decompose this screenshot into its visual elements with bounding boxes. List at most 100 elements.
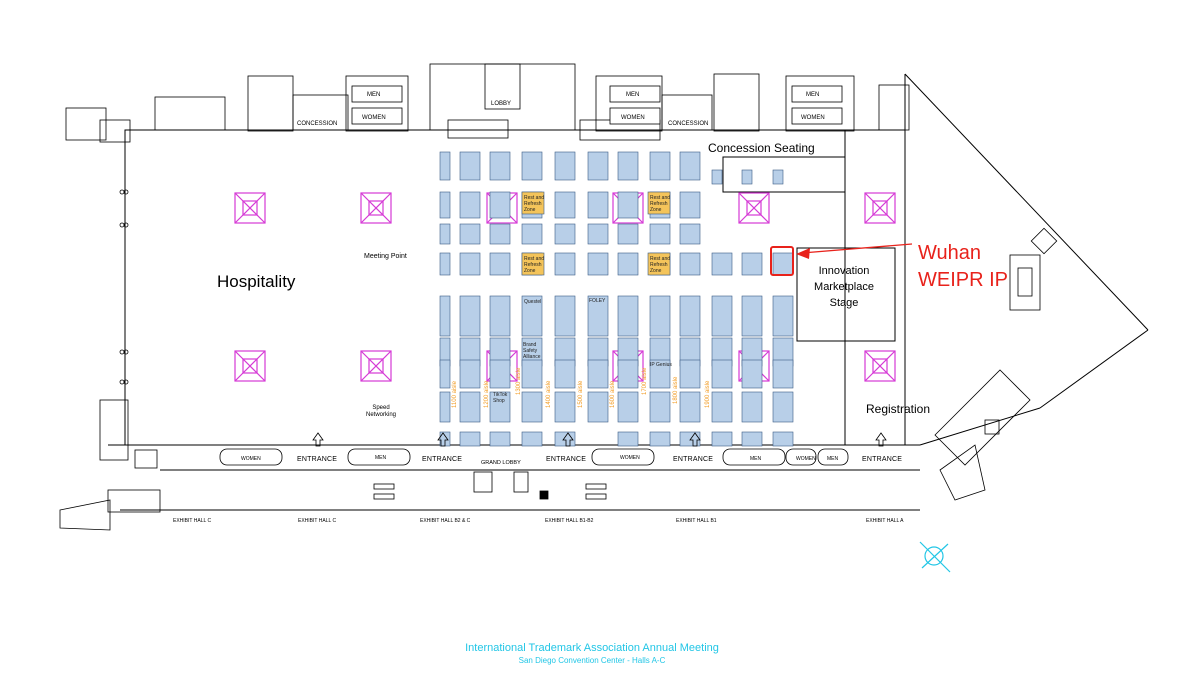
booth[interactable] xyxy=(617,391,639,423)
booth-tiktok[interactable]: TikTok Shop xyxy=(493,392,508,404)
booth[interactable] xyxy=(679,151,701,181)
booth[interactable] xyxy=(617,431,639,447)
booth[interactable] xyxy=(489,359,511,389)
booth[interactable] xyxy=(617,359,639,389)
booth[interactable] xyxy=(741,252,763,276)
booth[interactable] xyxy=(711,359,733,389)
booth[interactable] xyxy=(649,223,671,245)
booth[interactable] xyxy=(439,359,451,389)
booth[interactable] xyxy=(617,191,639,219)
booth[interactable] xyxy=(741,359,763,389)
booth[interactable] xyxy=(521,223,543,245)
top-structures xyxy=(65,63,910,143)
booth[interactable] xyxy=(459,295,481,337)
booth[interactable] xyxy=(439,252,451,276)
booth[interactable] xyxy=(489,151,511,181)
booth[interactable] xyxy=(772,252,794,276)
booth[interactable] xyxy=(521,295,543,337)
booth[interactable] xyxy=(772,169,784,185)
booth[interactable] xyxy=(459,223,481,245)
booth[interactable] xyxy=(439,223,451,245)
concession-label: CONCESSION xyxy=(668,121,709,127)
booth[interactable] xyxy=(554,391,576,423)
booth[interactable] xyxy=(679,391,701,423)
booth[interactable] xyxy=(489,223,511,245)
booth[interactable] xyxy=(489,191,511,219)
booth[interactable] xyxy=(711,252,733,276)
highlighted-booth[interactable] xyxy=(770,246,794,276)
booth[interactable] xyxy=(521,252,545,276)
booth[interactable] xyxy=(711,391,733,423)
booth[interactable] xyxy=(617,151,639,181)
booth[interactable] xyxy=(439,295,451,337)
booth[interactable] xyxy=(587,151,609,181)
booth[interactable] xyxy=(554,295,576,337)
booth[interactable] xyxy=(587,295,609,337)
booth[interactable] xyxy=(554,223,576,245)
booth[interactable] xyxy=(679,359,701,389)
booth[interactable] xyxy=(649,359,671,389)
booth-foley[interactable]: FOLEY xyxy=(589,298,606,304)
booth[interactable] xyxy=(741,295,763,337)
booth[interactable] xyxy=(459,391,481,423)
booth-ip-genius[interactable]: IP Genius xyxy=(650,362,672,368)
booth[interactable] xyxy=(521,391,543,423)
booth[interactable] xyxy=(489,391,511,423)
mens-restroom-label: MEN xyxy=(375,455,387,461)
booth[interactable] xyxy=(521,359,543,389)
booth[interactable] xyxy=(439,151,451,181)
booth[interactable] xyxy=(679,295,701,337)
booth[interactable] xyxy=(459,359,481,389)
booth[interactable] xyxy=(649,391,671,423)
booth[interactable] xyxy=(649,295,671,337)
booth[interactable] xyxy=(741,431,763,447)
booth[interactable] xyxy=(587,391,609,423)
booth[interactable] xyxy=(711,431,733,447)
booth[interactable] xyxy=(587,191,609,219)
booth[interactable] xyxy=(554,359,576,389)
booth[interactable] xyxy=(459,431,481,447)
booth-brand-safety[interactable]: Brand Safety Alliance xyxy=(523,342,541,360)
booth[interactable] xyxy=(741,169,753,185)
booth[interactable] xyxy=(554,252,576,276)
booth[interactable] xyxy=(772,359,794,389)
booth[interactable] xyxy=(617,295,639,337)
womens-restroom-label: WOMEN xyxy=(241,456,261,462)
hall-outline xyxy=(108,73,1149,511)
booth[interactable] xyxy=(489,431,511,447)
booth[interactable] xyxy=(459,191,481,219)
booth[interactable] xyxy=(554,151,576,181)
booth[interactable] xyxy=(439,191,451,219)
booth[interactable] xyxy=(741,391,763,423)
booth-questel[interactable]: Questel xyxy=(524,299,542,305)
booth[interactable] xyxy=(439,391,451,423)
booth[interactable] xyxy=(521,431,543,447)
booth[interactable] xyxy=(772,295,794,337)
booth[interactable] xyxy=(649,431,671,447)
booth[interactable] xyxy=(772,431,794,447)
booth[interactable] xyxy=(679,223,701,245)
booth[interactable] xyxy=(489,252,511,276)
booth[interactable] xyxy=(587,252,609,276)
booth[interactable] xyxy=(679,252,701,276)
booth[interactable] xyxy=(587,223,609,245)
booth[interactable] xyxy=(711,295,733,337)
booth[interactable] xyxy=(647,252,671,276)
booth[interactable] xyxy=(617,223,639,245)
booth[interactable] xyxy=(647,191,671,215)
booth[interactable] xyxy=(521,151,543,181)
booth[interactable] xyxy=(679,191,701,219)
booth[interactable] xyxy=(649,151,671,181)
hospitality-label: Hospitality xyxy=(217,272,296,291)
booth[interactable] xyxy=(587,359,609,389)
booth[interactable] xyxy=(489,295,511,337)
booth[interactable] xyxy=(521,191,545,215)
booth[interactable] xyxy=(617,252,639,276)
booth[interactable] xyxy=(459,151,481,181)
booth[interactable] xyxy=(554,191,576,219)
booth[interactable] xyxy=(772,391,794,423)
booth[interactable] xyxy=(711,169,723,185)
booth[interactable] xyxy=(679,431,701,447)
booth[interactable] xyxy=(459,252,481,276)
